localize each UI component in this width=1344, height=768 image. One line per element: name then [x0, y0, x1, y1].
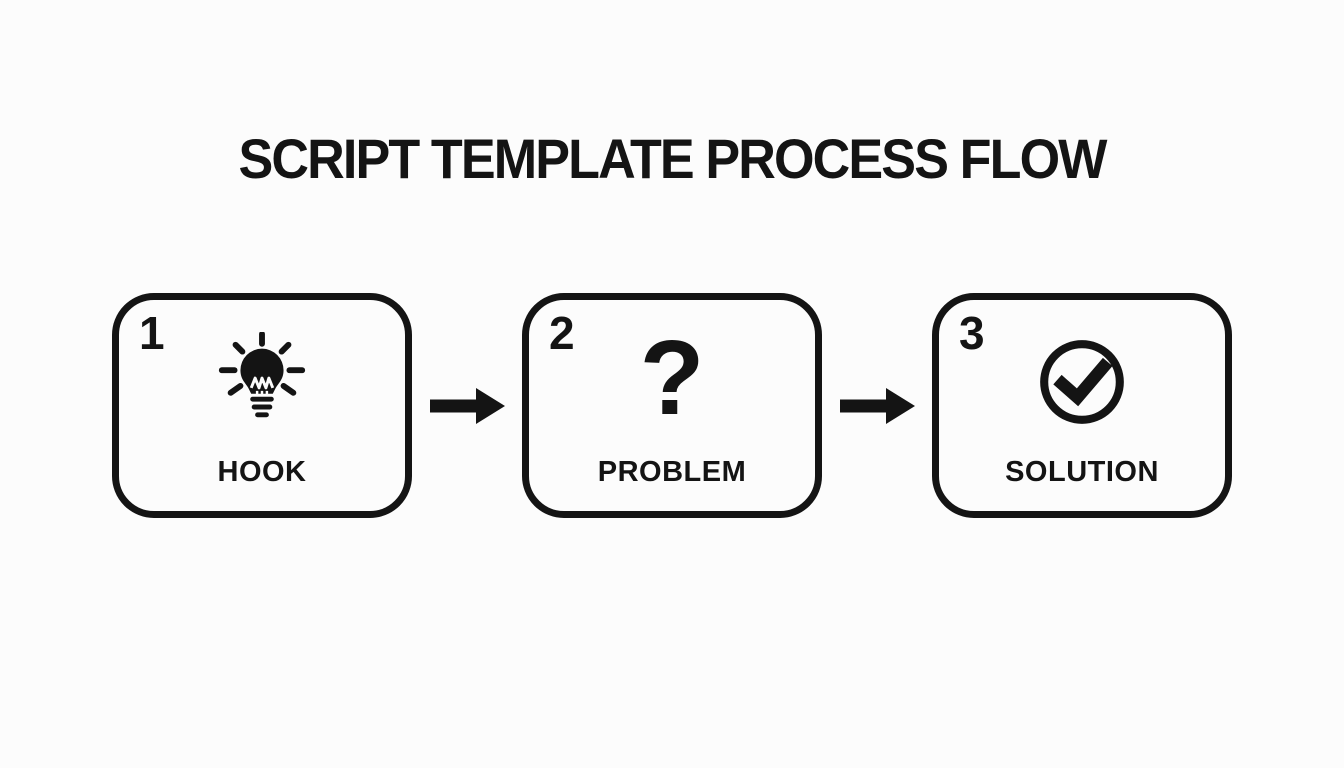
process-flow: 1: [0, 293, 1344, 518]
diagram-title: SCRIPT TEMPLATE PROCESS FLOW: [238, 127, 1107, 190]
step-box-hook: 1: [112, 293, 412, 518]
question-mark-glyph: ?: [639, 319, 705, 437]
arrow-right-icon: [839, 386, 915, 426]
question-mark-icon: ?: [640, 324, 705, 440]
lightbulb-idea-icon: [213, 324, 311, 440]
step-label: SOLUTION: [1005, 456, 1159, 488]
step-label: PROBLEM: [597, 456, 747, 488]
step-label: HOOK: [217, 456, 307, 488]
step-box-solution: 3 SOLUTION: [932, 293, 1232, 518]
step-number: 3: [959, 307, 985, 359]
step-box-problem: 2 ? PROBLEM: [522, 293, 822, 518]
step-number: 2: [549, 307, 575, 359]
arrow-right-icon: [429, 386, 505, 426]
step-number: 1: [139, 307, 165, 359]
check-circle-icon: [1037, 324, 1127, 440]
